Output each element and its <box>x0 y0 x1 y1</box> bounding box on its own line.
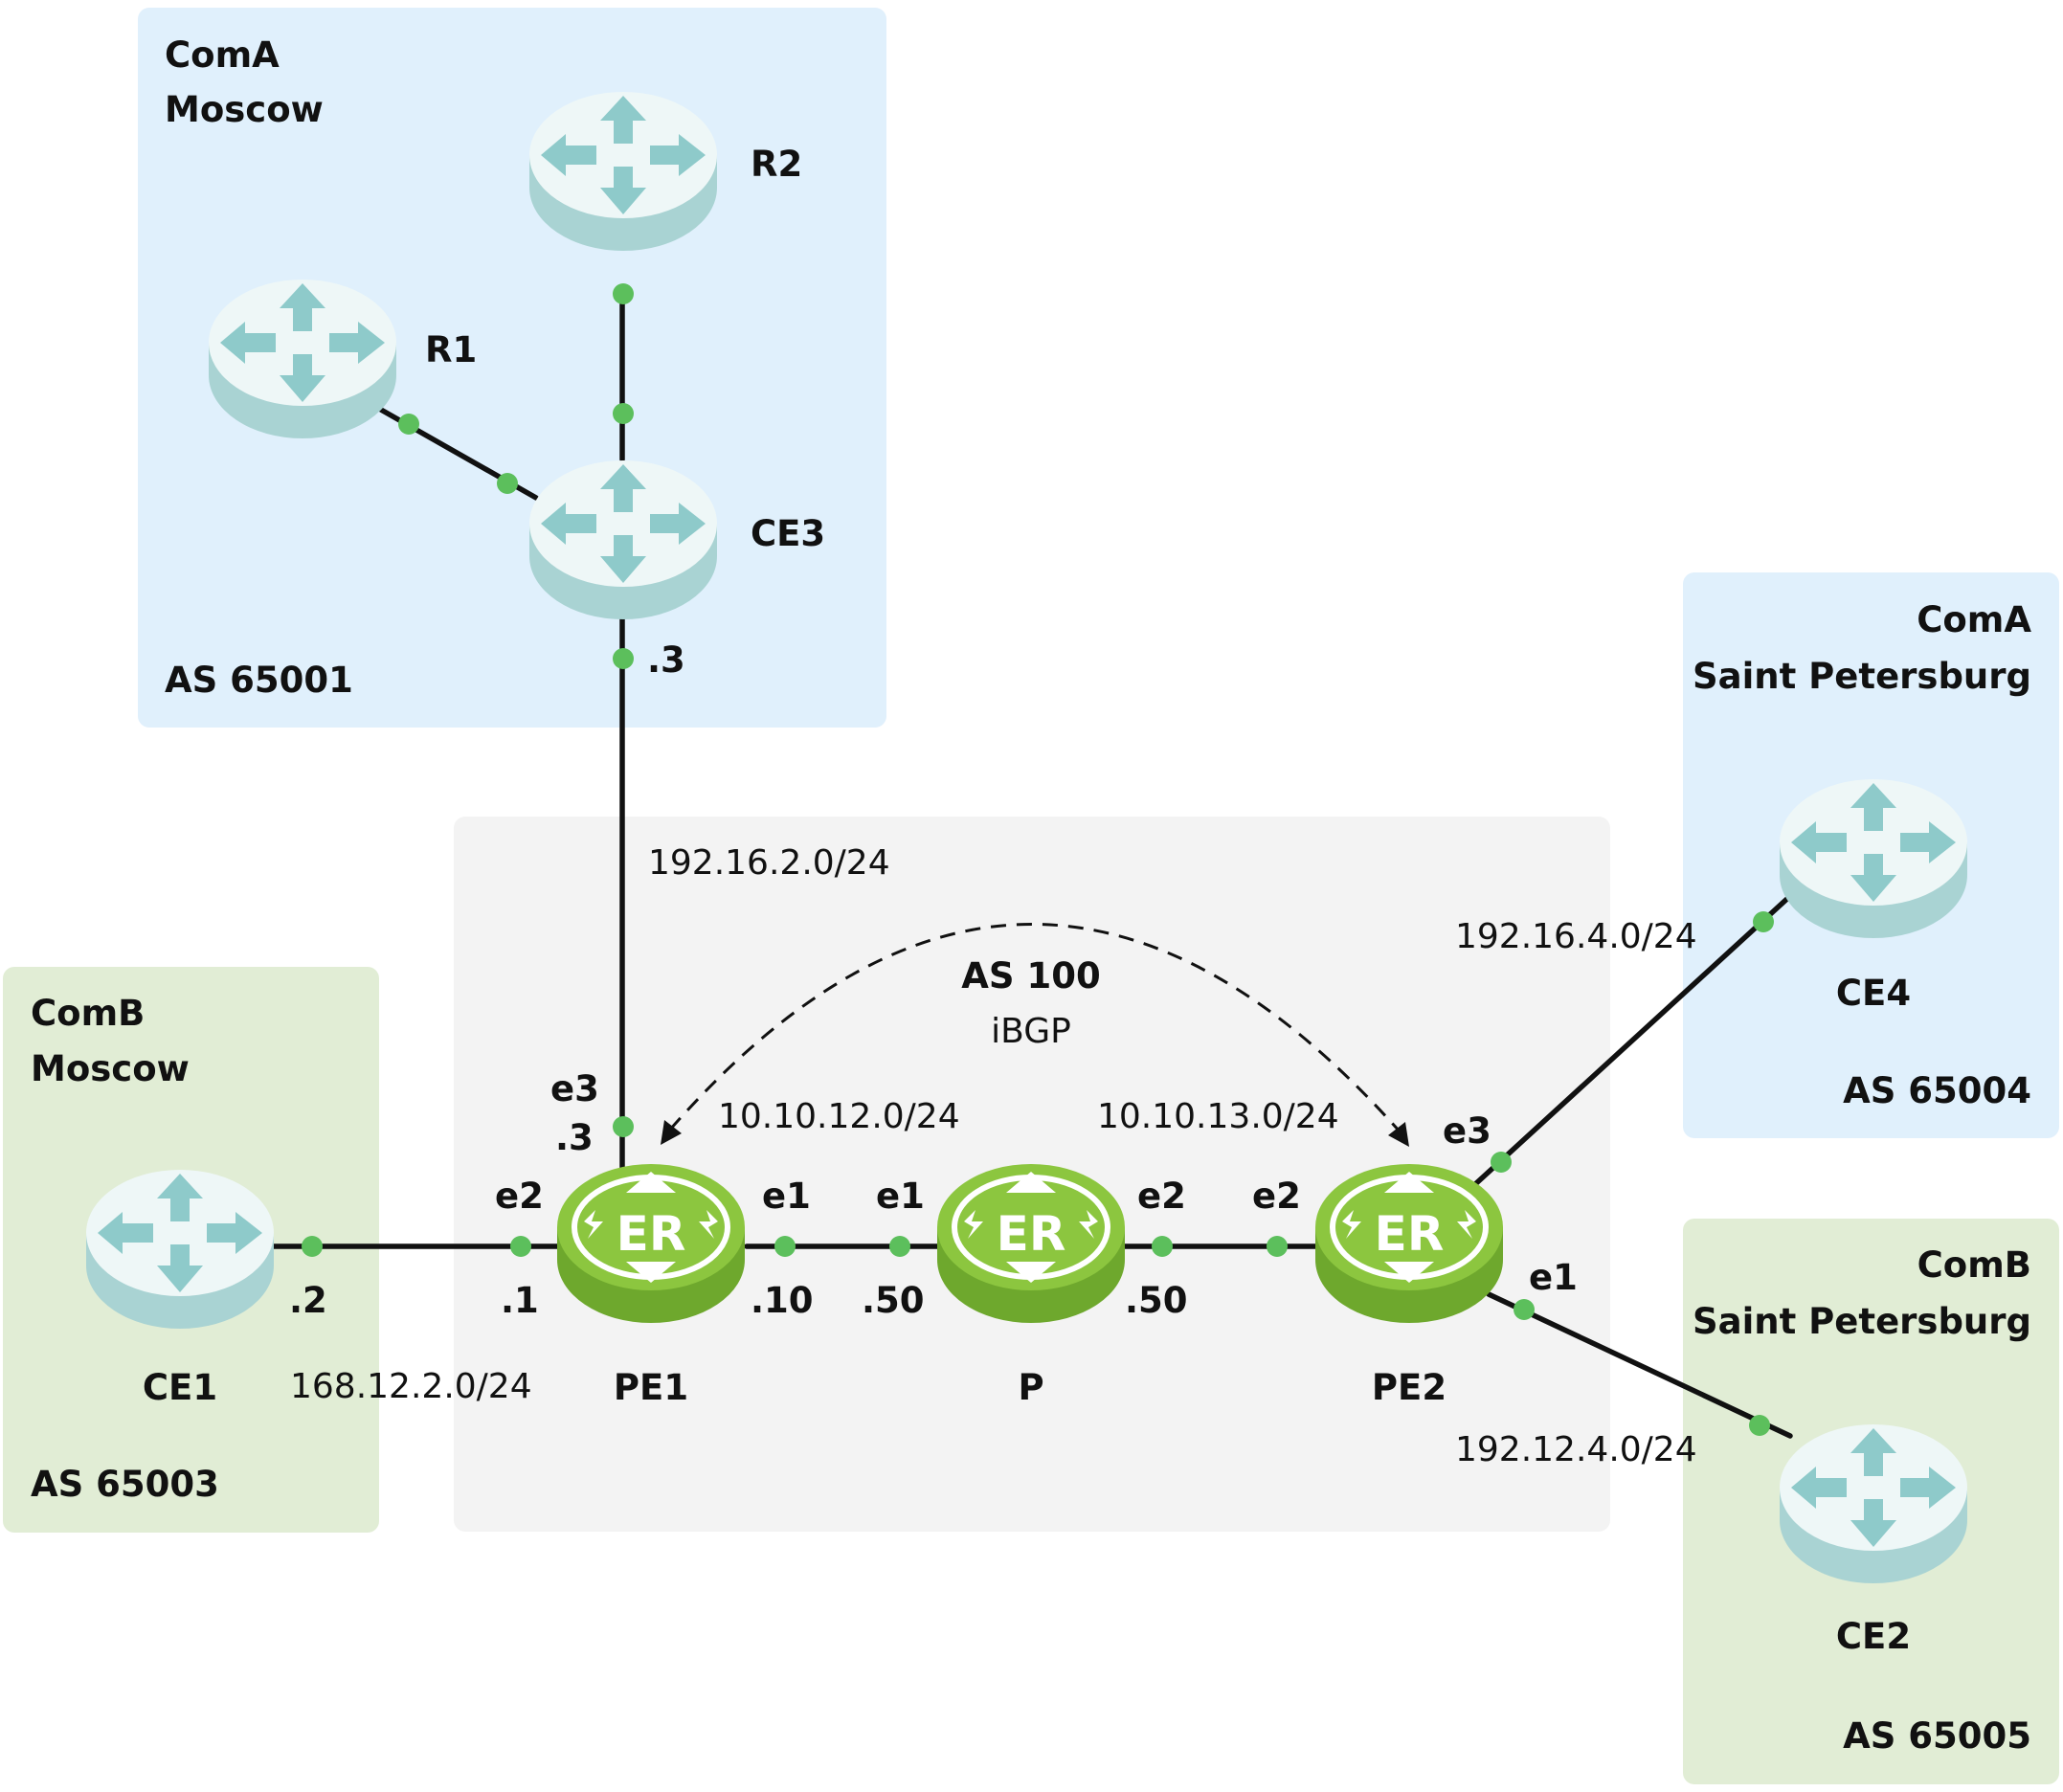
zone-coma-spb-city: Saint Petersburg <box>1693 656 2031 697</box>
iface-pe1-e1: e1 <box>762 1176 811 1217</box>
zone-coma-moscow-city: Moscow <box>165 89 324 130</box>
router-ce2-icon[interactable] <box>1780 1424 1967 1583</box>
zone-comb-moscow-as: AS 65003 <box>31 1464 219 1505</box>
iface-pe2-e2: e2 <box>1252 1176 1301 1217</box>
iface-pe2-e3: e3 <box>1443 1110 1491 1152</box>
label-r1: R1 <box>425 329 477 370</box>
network-pe2-ce4: 192.16.4.0/24 <box>1455 917 1697 956</box>
label-pe1: PE1 <box>614 1367 688 1408</box>
addr-pe1-e2: .1 <box>501 1280 539 1321</box>
zone-comb-spb-company: ComB <box>1917 1244 2031 1286</box>
zone-comb-moscow-city: Moscow <box>31 1048 190 1089</box>
addr-ce1: .2 <box>289 1280 327 1321</box>
router-pe2[interactable]: ER <box>1315 1164 1503 1323</box>
pe1-logo-text: ER <box>617 1206 686 1262</box>
zone-comb-moscow-company: ComB <box>31 993 145 1034</box>
network-p-pe2: 10.10.13.0/24 <box>1097 1097 1339 1136</box>
port-pe2-e3 <box>1491 1152 1512 1173</box>
port-r1 <box>398 414 419 435</box>
addr-ce3: .3 <box>647 639 685 681</box>
link-pe2-ce2 <box>1486 1291 1793 1439</box>
router-ce1-icon[interactable] <box>86 1170 274 1329</box>
port-ce3-west <box>497 473 518 494</box>
router-r2-icon[interactable] <box>529 92 717 251</box>
label-ce3: CE3 <box>751 513 825 554</box>
ibgp-label: iBGP <box>991 1012 1071 1051</box>
network-ce1-pe1: 168.12.2.0/24 <box>290 1367 532 1406</box>
zone-coma-moscow-company: ComA <box>165 34 280 76</box>
label-pe2: PE2 <box>1372 1367 1446 1408</box>
label-ce2: CE2 <box>1836 1616 1911 1657</box>
port-pe1-e2 <box>510 1236 531 1257</box>
addr-p-e2: .50 <box>1125 1280 1188 1321</box>
port-ce2 <box>1749 1415 1770 1436</box>
network-pe1-p: 10.10.12.0/24 <box>718 1097 960 1136</box>
label-ce1: CE1 <box>143 1367 217 1408</box>
port-r2 <box>613 283 634 304</box>
addr-p-e1: .50 <box>862 1280 925 1321</box>
port-ce3-south <box>613 648 634 669</box>
zone-coma-spb-company: ComA <box>1917 599 2031 640</box>
zone-coma-moscow-as: AS 65001 <box>165 660 353 701</box>
router-p[interactable]: ER <box>937 1164 1125 1323</box>
iface-pe1-e3: e3 <box>550 1068 599 1109</box>
router-pe1[interactable]: ER <box>557 1164 745 1323</box>
port-p-e2 <box>1152 1236 1173 1257</box>
port-pe1-e1 <box>774 1236 796 1257</box>
label-r2: R2 <box>751 144 802 185</box>
addr-pe1-e1: .10 <box>751 1280 814 1321</box>
network-ce3-pe1: 192.16.2.0/24 <box>648 843 890 883</box>
iface-pe2-e1: e1 <box>1529 1257 1578 1298</box>
provider-as-label: AS 100 <box>961 955 1100 997</box>
ibgp-arrowhead-pe1 <box>661 1120 682 1145</box>
link-pe2-ce4 <box>1471 893 1793 1188</box>
port-ce4 <box>1753 911 1774 932</box>
ibgp-arrowhead-pe2 <box>1388 1122 1409 1147</box>
pe2-logo-text: ER <box>1375 1206 1445 1262</box>
router-r1-icon[interactable] <box>209 280 396 438</box>
iface-pe1-e2: e2 <box>495 1176 544 1217</box>
addr-pe1-e3: .3 <box>555 1117 594 1158</box>
zone-comb-spb-as: AS 65005 <box>1843 1715 2031 1757</box>
port-pe1-e3 <box>613 1116 634 1137</box>
iface-p-e2: e2 <box>1137 1176 1186 1217</box>
port-p-e1 <box>889 1236 910 1257</box>
label-p: P <box>1018 1367 1043 1408</box>
port-pe2-e2 <box>1267 1236 1288 1257</box>
port-ce1 <box>302 1236 323 1257</box>
router-ce3-icon[interactable] <box>529 460 717 619</box>
p-logo-text: ER <box>997 1206 1066 1262</box>
iface-p-e1: e1 <box>876 1176 925 1217</box>
label-ce4: CE4 <box>1836 973 1911 1014</box>
router-ce4-icon[interactable] <box>1780 779 1967 938</box>
port-pe2-e1 <box>1514 1299 1535 1320</box>
zone-comb-spb-city: Saint Petersburg <box>1693 1301 2031 1342</box>
zone-coma-spb-as: AS 65004 <box>1843 1070 2031 1111</box>
port-ce3-north <box>613 403 634 424</box>
network-pe2-ce2: 192.12.4.0/24 <box>1455 1430 1697 1469</box>
